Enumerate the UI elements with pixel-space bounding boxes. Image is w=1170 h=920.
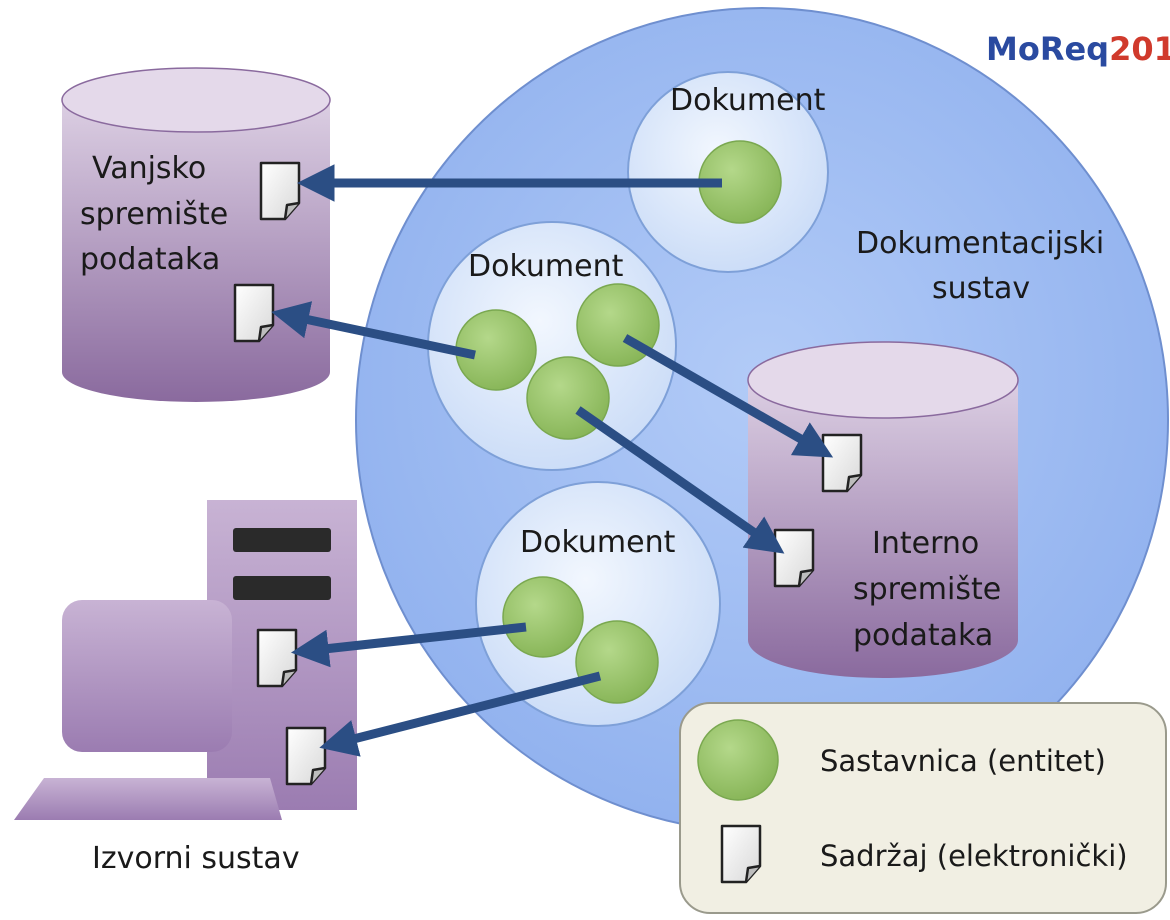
source-system-computer-icon — [14, 500, 357, 820]
content-page-icon — [285, 726, 327, 786]
legend-component-label: Sastavnica (entitet) — [820, 744, 1106, 778]
internal-storage-label-line3: podataka — [853, 618, 993, 653]
internal-storage-label-line2: spremište — [853, 572, 1001, 607]
legend-component-swatch — [697, 719, 779, 801]
system-label-line2: sustav — [932, 271, 1030, 306]
external-storage-label-line2: spremište — [80, 197, 228, 232]
legend-content-label: Sadržaj (elektronički) — [820, 839, 1128, 873]
arrow — [290, 622, 527, 668]
arrow — [575, 406, 785, 554]
logo-part2: 2010 — [1109, 30, 1170, 68]
source-system-label: Izvorni sustav — [92, 841, 300, 876]
arrow — [271, 301, 476, 360]
internal-storage-label-line1: Interno — [872, 526, 979, 561]
arrow — [319, 671, 602, 757]
content-page-icon — [821, 433, 863, 493]
content-page-icon — [256, 628, 298, 688]
component-circle — [575, 620, 659, 704]
document-label-1: Dokument — [670, 83, 826, 118]
document-label-3: Dokument — [520, 525, 676, 560]
svg-text:MoReq2010: MoReq2010 — [986, 30, 1170, 68]
component-circle — [502, 576, 584, 658]
content-page-icon — [773, 528, 815, 588]
legend-box: Sastavnica (entitet) Sadržaj (elektronič… — [679, 702, 1167, 914]
logo-part1: MoReq — [986, 30, 1109, 68]
document-label-2: Dokument — [468, 249, 624, 284]
moreq-logo: MoReq2010 — [986, 30, 1170, 68]
external-storage-label-line1: Vanjsko — [92, 151, 206, 186]
system-label-line1: Dokumentacijski — [856, 226, 1104, 261]
external-storage-cylinder — [61, 67, 331, 402]
document-circle-3 — [475, 481, 721, 727]
content-page-icon — [233, 283, 275, 343]
arrow — [622, 334, 834, 458]
legend-content-icon — [720, 824, 762, 884]
content-page-icon — [259, 161, 301, 221]
external-storage-label-line3: podataka — [80, 242, 220, 277]
